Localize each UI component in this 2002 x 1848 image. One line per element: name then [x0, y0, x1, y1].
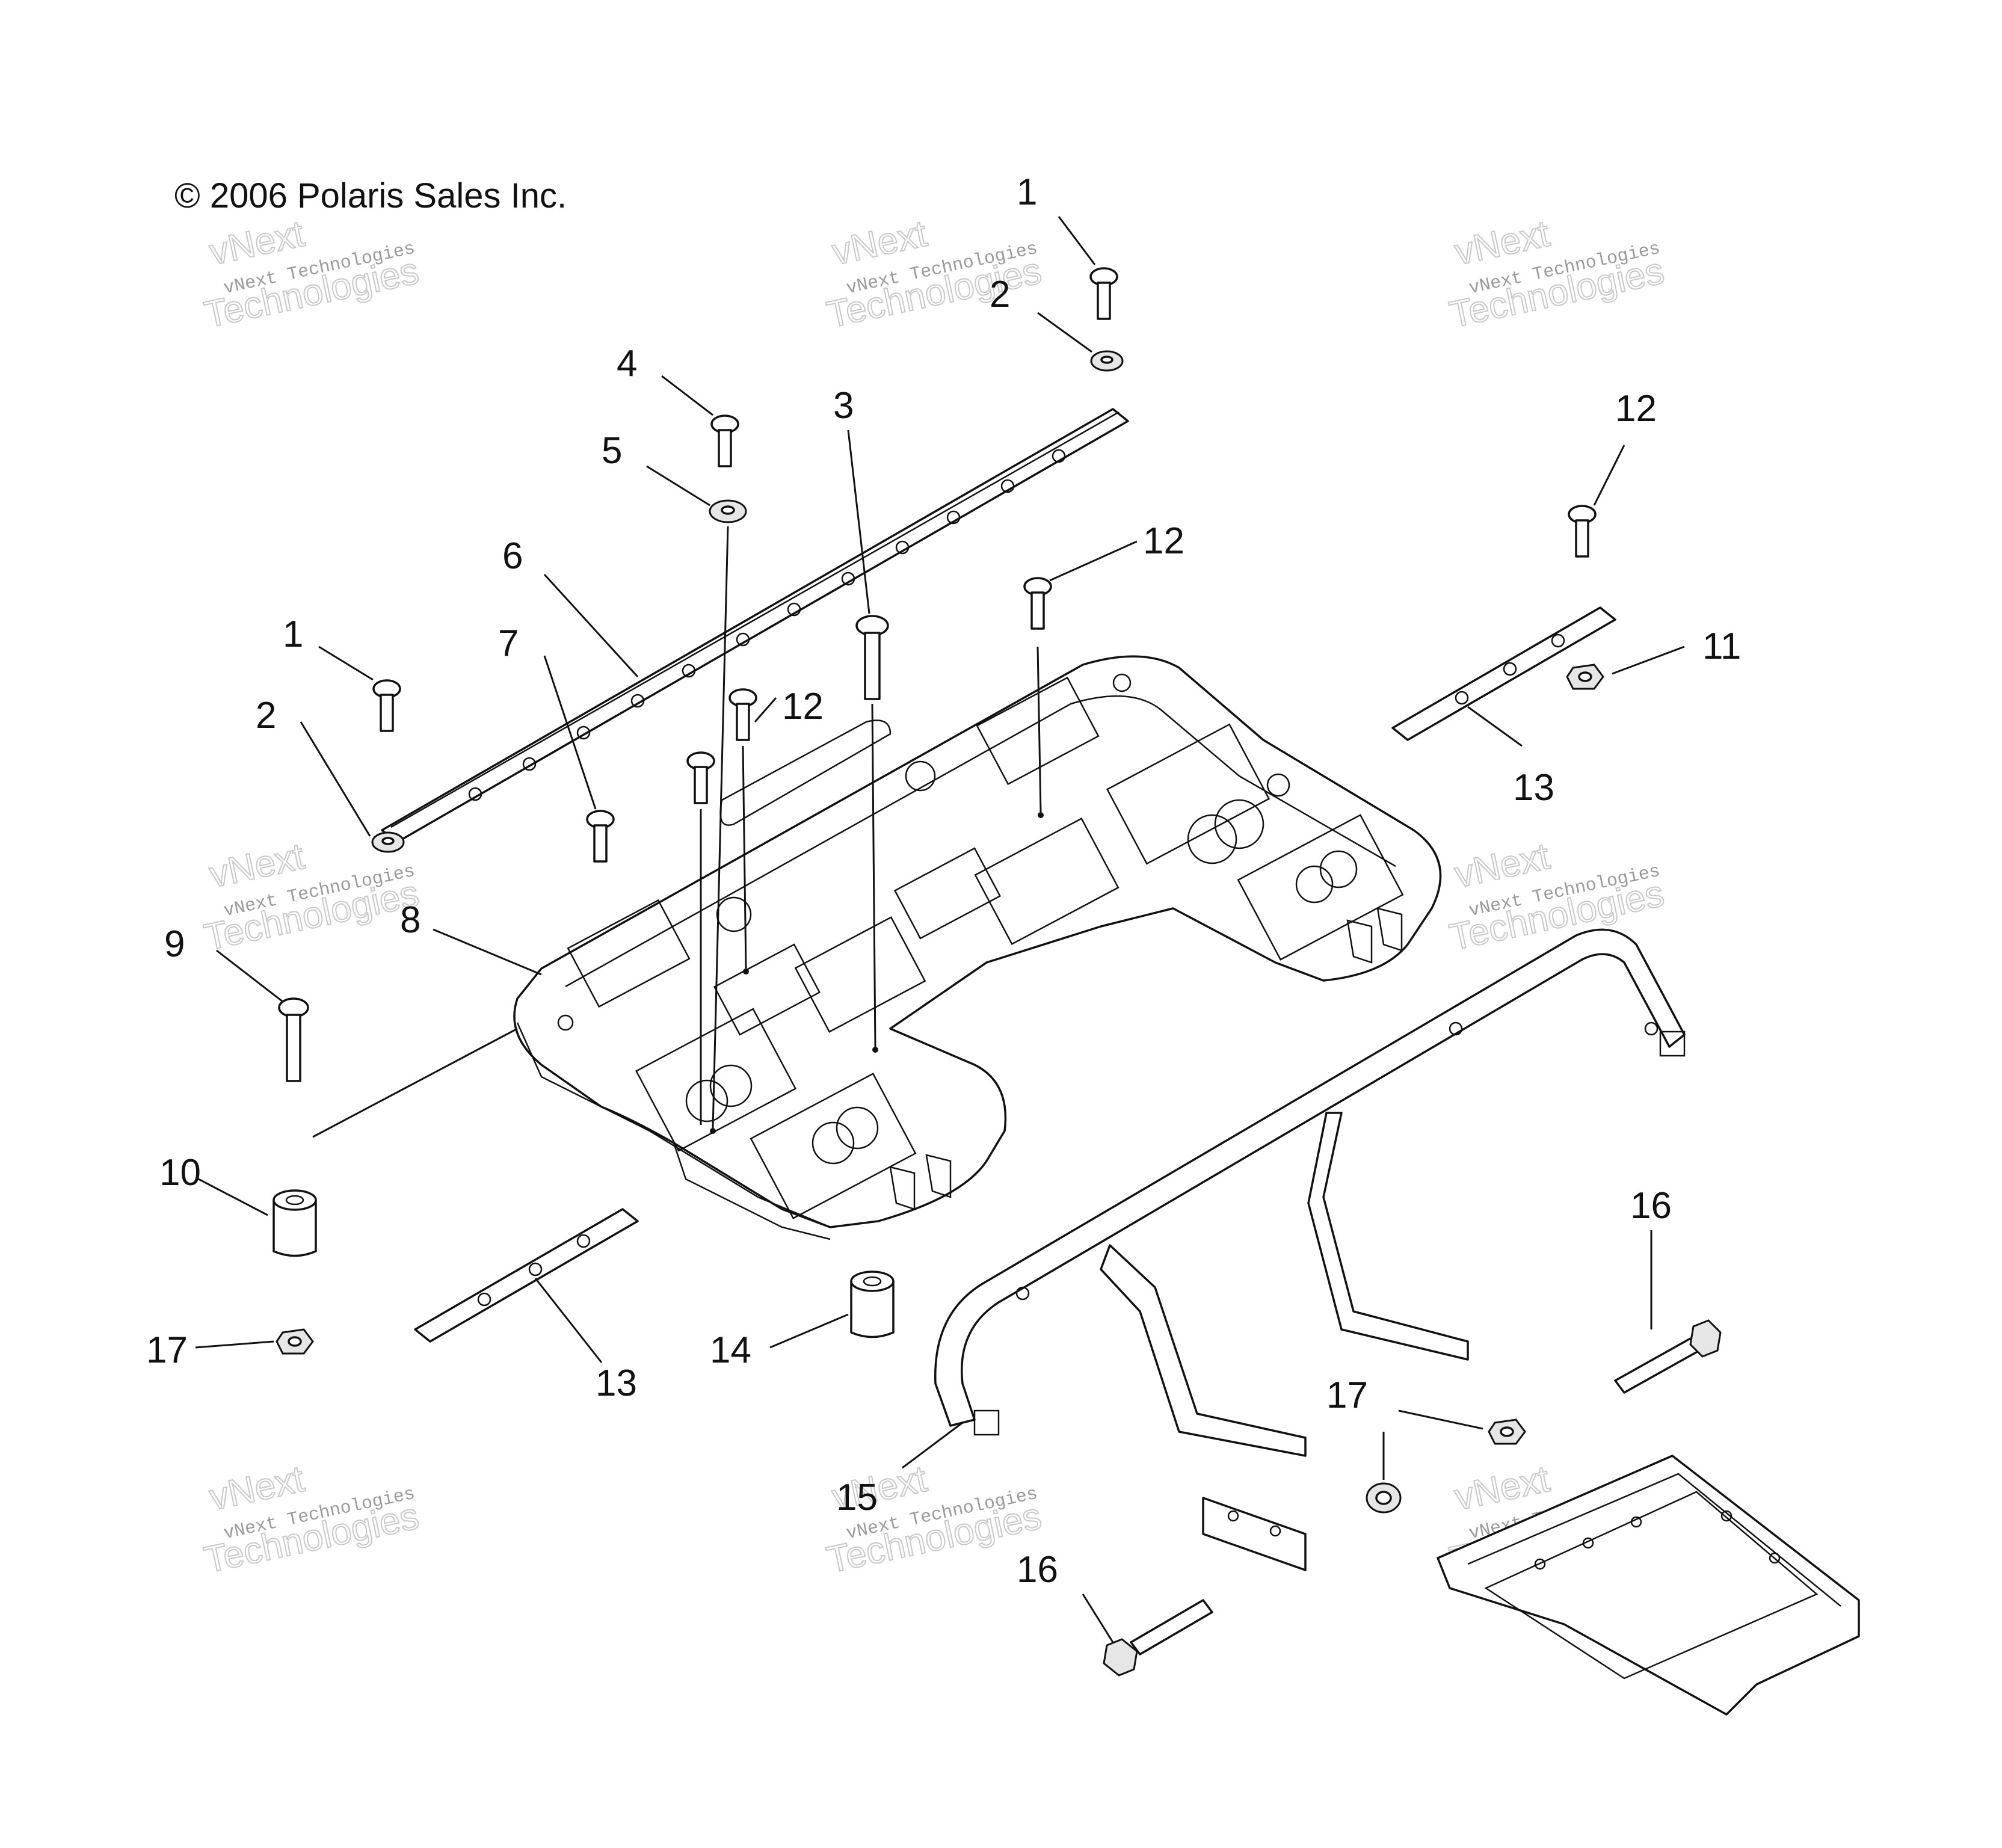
- mount-plate-part: [1202, 1497, 1307, 1571]
- spacer-part-10: [273, 1189, 317, 1257]
- callout-label: 11: [1702, 626, 1741, 667]
- short-rail-part-right: [1391, 606, 1616, 741]
- watermark: vNext vNext Technologies Technologies: [823, 212, 1046, 336]
- center-mark: [743, 969, 749, 975]
- mount-frame-part: [1437, 1455, 1860, 1716]
- bolt-part-3: [855, 615, 889, 700]
- callout-label: 17: [1326, 1375, 1368, 1416]
- bolt-part-12-center: [1023, 577, 1052, 630]
- callout-label: 9: [164, 923, 185, 965]
- callout-label: 7: [498, 623, 519, 664]
- callout-label: 2: [256, 695, 276, 736]
- callout-label: 14: [710, 1329, 751, 1371]
- callout-labels: 1 2 4 5 3 12 12 6 7 1 2 12 11 13 8 9 10 …: [146, 171, 1741, 1591]
- rear-rack-body: [513, 655, 1442, 1240]
- washer-part-2-left: [371, 831, 405, 853]
- watermark: vNext vNext Technologies Technologies: [1446, 835, 1668, 959]
- copyright-text: © 2006 Polaris Sales Inc.: [174, 176, 567, 215]
- watermark: vNext vNext Technologies Technologies: [1446, 212, 1668, 336]
- callout-label: 17: [146, 1329, 188, 1371]
- bolt-part-12-left-b: [686, 751, 715, 804]
- callout-label: 8: [400, 899, 420, 941]
- callout-label: 10: [159, 1152, 201, 1194]
- bolt-part-7: [586, 810, 615, 863]
- callout-label: 15: [836, 1477, 878, 1518]
- washer-part-5: [709, 499, 747, 523]
- nut-part-17-right: [1488, 1418, 1526, 1445]
- bolt-part-12-right: [1568, 505, 1597, 558]
- callout-label: 12: [782, 686, 824, 727]
- callout-label: 12: [1143, 520, 1184, 562]
- nut-part-11: [1566, 664, 1604, 690]
- bolt-part-9: [278, 997, 309, 1082]
- bolt-part-16-right: [1614, 1319, 1722, 1394]
- grommet-part-17: [1366, 1482, 1402, 1514]
- callout-label: 3: [833, 385, 854, 427]
- callout-label: 4: [617, 343, 637, 384]
- bolt-part-1-top: [1089, 267, 1118, 320]
- callout-label: 6: [502, 535, 523, 577]
- callout-label: 12: [1615, 388, 1657, 430]
- bolt-part-4: [710, 414, 739, 467]
- callout-label: 1: [283, 614, 303, 655]
- bolt-part-16-bottom: [1103, 1599, 1213, 1677]
- spacer-part-14: [850, 1270, 895, 1338]
- callout-label: 16: [1017, 1549, 1058, 1591]
- nut-part-17-left: [276, 1328, 314, 1355]
- center-mark: [1038, 812, 1044, 818]
- callout-label: 1: [1017, 171, 1037, 213]
- callout-label: 16: [1630, 1185, 1672, 1227]
- rack-frame-part: [934, 928, 1686, 1457]
- callout-label: 5: [602, 430, 622, 472]
- washer-part-2-top: [1090, 350, 1124, 372]
- callout-label: 13: [1513, 767, 1554, 808]
- center-mark: [710, 1128, 716, 1134]
- watermark: vNext vNext Technologies Technologies: [200, 1458, 423, 1582]
- short-rail-part-left: [414, 1208, 639, 1343]
- callout-label: 13: [596, 1363, 637, 1404]
- callout-label: 2: [990, 274, 1010, 315]
- center-mark: [872, 1047, 878, 1053]
- bolt-part-12-left-a: [728, 688, 757, 741]
- leader-lines: [195, 216, 1685, 1643]
- bolt-part-1-left: [372, 679, 401, 732]
